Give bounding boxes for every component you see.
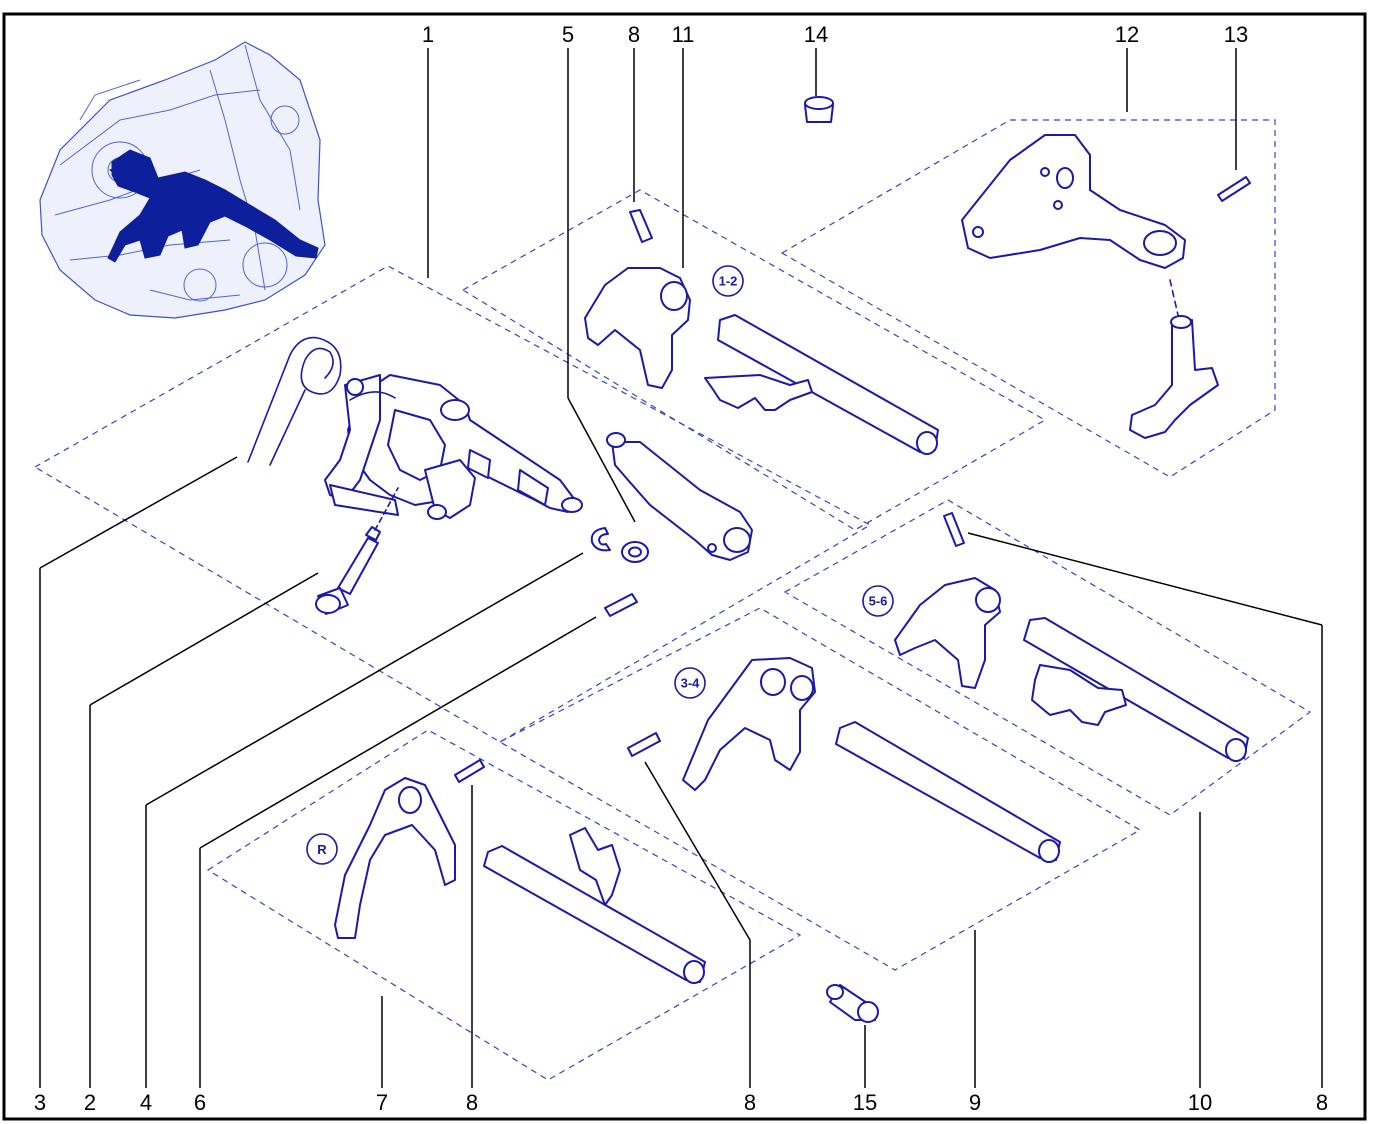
diagram-border (2, 12, 1367, 1121)
svg-text:1-2: 1-2 (719, 274, 738, 289)
fork-reverse-assembly (334, 759, 706, 984)
leader-lines (39, 48, 1323, 1088)
fork-1-2-assembly (584, 209, 939, 455)
callout-label-12: 12 (1115, 22, 1139, 47)
detent-part-15 (826, 984, 879, 1023)
callout-label-5: 5 (562, 22, 574, 47)
callout-label-15: 15 (853, 1090, 877, 1115)
group-9-outline (498, 607, 1142, 971)
callout-label-8-lower-left: 8 (466, 1090, 478, 1115)
callout-label-7: 7 (376, 1090, 388, 1115)
callout-label-1: 1 (422, 22, 434, 47)
callout-label-9: 9 (969, 1090, 981, 1115)
fork-5-6-assembly (894, 512, 1249, 762)
roll-pin-6 (604, 593, 638, 617)
gear-marker-reverse: R (306, 833, 338, 865)
callout-label-11: 11 (672, 22, 695, 47)
interlock-arm-part (606, 432, 753, 561)
selector-shaft-assembly (247, 336, 583, 520)
gear-marker-1-2: 1-2 (712, 265, 744, 297)
callout-label-6: 6 (194, 1090, 206, 1115)
group-12-outline (780, 119, 1276, 478)
bolt-part (315, 487, 399, 615)
group-1-outline (33, 265, 872, 743)
group-11-outline (461, 189, 1047, 531)
group-7-outline (206, 729, 802, 1081)
callout-label-13: 13 (1224, 22, 1248, 47)
callout-label-2: 2 (84, 1090, 96, 1115)
circlip-part (590, 527, 611, 552)
svg-text:3-4: 3-4 (681, 676, 701, 691)
callout-label-8-top: 8 (628, 22, 640, 47)
callout-label-8-right: 8 (1316, 1090, 1328, 1115)
callout-label-4: 4 (140, 1090, 152, 1115)
svg-text:5-6: 5-6 (869, 594, 888, 609)
svg-text:R: R (317, 842, 327, 857)
plug-part-14 (804, 96, 834, 123)
gear-marker-3-4: 3-4 (674, 667, 706, 699)
highlighted-selector-assembly (107, 149, 319, 263)
gearbox-inset-illustration (39, 41, 326, 319)
selector-plate-assembly (961, 134, 1251, 439)
group-10-outline (783, 499, 1312, 816)
callout-label-3: 3 (34, 1090, 46, 1115)
gear-marker-5-6: 5-6 (862, 585, 894, 617)
callout-label-8-middle: 8 (744, 1090, 756, 1115)
fork-3-4-assembly (627, 657, 1061, 863)
callout-label-10: 10 (1188, 1090, 1212, 1115)
callout-label-14: 14 (804, 22, 828, 47)
